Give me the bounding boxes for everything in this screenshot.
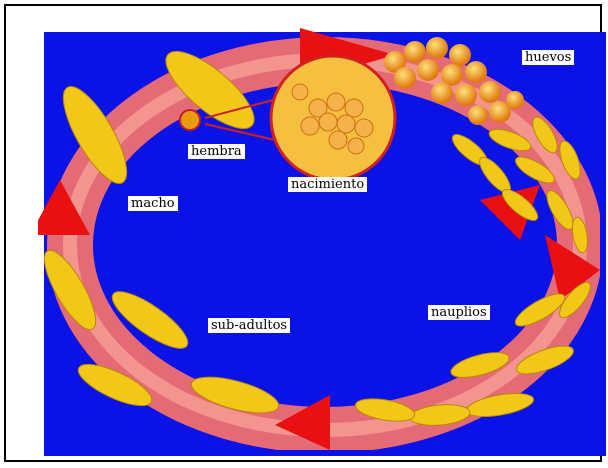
label-huevos: huevos bbox=[522, 50, 574, 65]
label-nacimiento: nacimiento bbox=[288, 177, 367, 192]
label-macho: macho bbox=[128, 196, 178, 211]
eggs-cluster bbox=[384, 37, 524, 125]
label-nauplios: nauplios bbox=[428, 305, 490, 320]
nauplii-creatures bbox=[354, 278, 596, 428]
label-hembra: hembra bbox=[188, 144, 245, 159]
label-sub-adultos: sub-adultos bbox=[208, 318, 290, 333]
